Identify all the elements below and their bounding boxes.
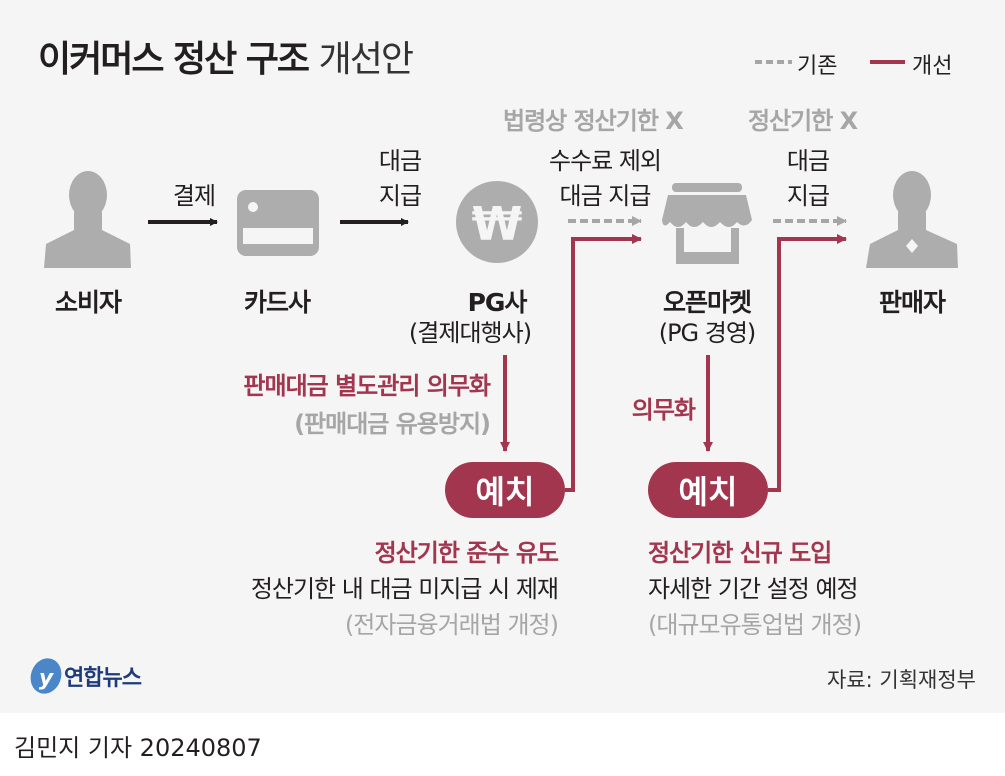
left-mandate: 판매대금 별도관리 의무화 [243,372,491,400]
node-card-company: 카드사 [243,288,311,317]
consumer-icon [44,171,131,268]
node-pg: PG사 [467,288,528,317]
node-consumer: 소비자 [54,288,122,317]
flow3-line1: 대금 [786,147,830,175]
left-mandate-sub: (판매대금 유용방지) [294,410,491,438]
svg-text:y: y [39,666,55,691]
title-bold: 이커머스 정산 구조 [38,39,310,80]
won-icon: ₩ [456,181,538,263]
right-heading: 정산기한 신규 도입 [648,539,832,567]
left-line2: (전자금융거래법 개정) [344,611,559,639]
node-open-market: 오픈마켓 [662,288,752,317]
flow2-line2: 대금 지급 [559,182,652,210]
source: 자료: 기획재정부 [827,668,976,692]
seller-icon [866,171,958,268]
node-pg-sub: (결제대행사) [408,319,532,347]
flow3-line2: 지급 [786,182,830,210]
infographic-panel [0,0,1005,713]
right-mandate: 의무화 [631,396,696,424]
page-title: 이커머스 정산 구조 개선안 [38,30,414,82]
red-arrow-left-deposit-to-market [565,234,642,492]
yonhap-logo-icon: y [30,658,62,694]
shop-icon [662,183,752,264]
byline-author: 김민지 기자 [14,734,133,762]
yonhap-logo-text: 연합뉴스 [64,666,142,691]
legend-improved: 개선 [912,54,953,79]
yonhap-logo: y 연합뉴스 [28,656,142,696]
deposit-badge-right: 예치 [648,462,768,518]
left-heading: 정산기한 준수 유도 [374,539,559,567]
node-seller: 판매자 [878,288,946,317]
flow1-line1: 대금 [378,147,422,175]
svg-text:₩: ₩ [472,197,523,251]
byline: 김민지 기자 20240807 [14,728,262,763]
node-open-market-sub: (PG 경영) [658,319,757,347]
byline-date: 20240807 [139,734,262,762]
flow2-line1: 수수료 제외 [548,147,662,175]
flow1-line2: 지급 [378,182,422,210]
note-left-no-deadline: 법령상 정산기한 X [503,107,684,135]
card-icon [237,190,319,256]
deposit-badge-left: 예치 [445,462,565,518]
left-line1: 정산기한 내 대금 미지급 시 제재 [250,575,559,603]
title-light: 개선안 [318,39,414,80]
flow-pay-label: 결제 [172,182,216,210]
right-line2: (대규모유통업법 개정) [648,611,862,639]
red-arrow-right-deposit-to-seller [768,234,847,492]
right-line1: 자세한 기간 설정 예정 [648,575,859,603]
legend-existing: 기존 [797,54,838,79]
note-right-no-deadline: 정산기한 X [748,107,858,135]
